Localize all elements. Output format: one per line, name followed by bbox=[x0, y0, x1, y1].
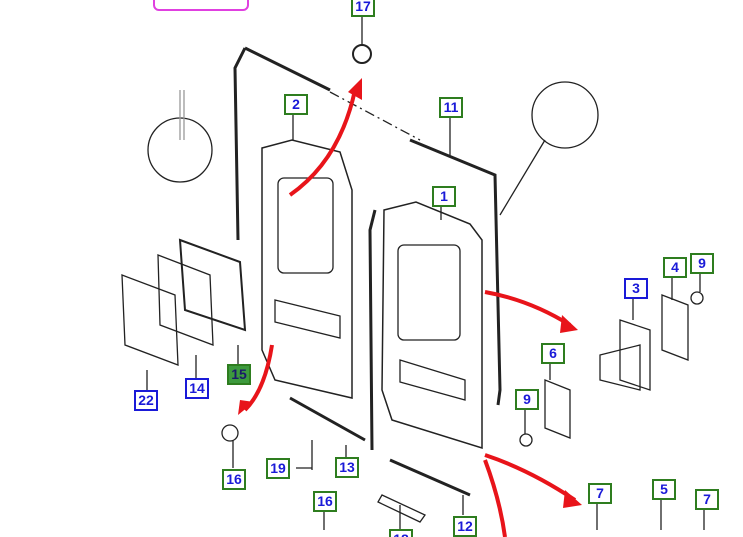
nut-9 bbox=[690, 291, 704, 305]
strap-18 bbox=[377, 494, 426, 523]
callout-13[interactable]: 13 bbox=[335, 457, 359, 478]
right-door-handle-recess bbox=[399, 359, 466, 401]
callout-15[interactable]: 15 bbox=[227, 364, 251, 385]
callout-6[interactable]: 6 bbox=[541, 343, 565, 364]
callout-7-right[interactable]: 7 bbox=[695, 489, 719, 510]
cap-16 bbox=[221, 424, 239, 442]
callout-18[interactable]: 18 bbox=[389, 529, 413, 537]
nut-9b bbox=[519, 433, 533, 447]
vent-frame bbox=[178, 238, 247, 332]
vent-grille bbox=[157, 254, 214, 346]
callout-9-bottom[interactable]: 9 bbox=[515, 389, 539, 410]
hinge-plate-6 bbox=[544, 379, 571, 439]
left-door-panel bbox=[261, 139, 353, 399]
callout-12[interactable]: 12 bbox=[453, 516, 477, 537]
grommet-17 bbox=[352, 44, 372, 64]
upper-seal bbox=[233, 46, 331, 241]
callout-11[interactable]: 11 bbox=[439, 97, 463, 118]
bar-12 bbox=[389, 458, 471, 497]
vent-cover bbox=[121, 274, 179, 366]
callout-3[interactable]: 3 bbox=[624, 278, 648, 299]
callout-9-top[interactable]: 9 bbox=[690, 253, 714, 274]
right-door-panel bbox=[381, 201, 483, 450]
bar-13 bbox=[289, 396, 366, 442]
top-highlight-box bbox=[153, 0, 249, 11]
callout-4[interactable]: 4 bbox=[663, 257, 687, 278]
callout-16-bottom[interactable]: 16 bbox=[313, 491, 337, 512]
left-door-window bbox=[277, 177, 334, 274]
right-seal bbox=[409, 138, 502, 406]
callout-22[interactable]: 22 bbox=[134, 390, 158, 411]
callout-14[interactable]: 14 bbox=[185, 378, 209, 399]
callout-5[interactable]: 5 bbox=[652, 479, 676, 500]
hinge-plate-4 bbox=[661, 294, 689, 361]
hinge-3 bbox=[599, 319, 651, 391]
vertical-seal bbox=[368, 209, 377, 451]
dash-line bbox=[329, 91, 421, 141]
callout-1[interactable]: 1 bbox=[432, 186, 456, 207]
callout-17[interactable]: 17 bbox=[351, 0, 375, 17]
callout-2[interactable]: 2 bbox=[284, 94, 308, 115]
detail-circle-right bbox=[531, 81, 599, 149]
left-door-handle-recess bbox=[274, 299, 341, 339]
right-door-window bbox=[397, 244, 461, 341]
callout-16-left[interactable]: 16 bbox=[222, 469, 246, 490]
callout-7-left[interactable]: 7 bbox=[588, 483, 612, 504]
callout-19[interactable]: 19 bbox=[266, 458, 290, 479]
